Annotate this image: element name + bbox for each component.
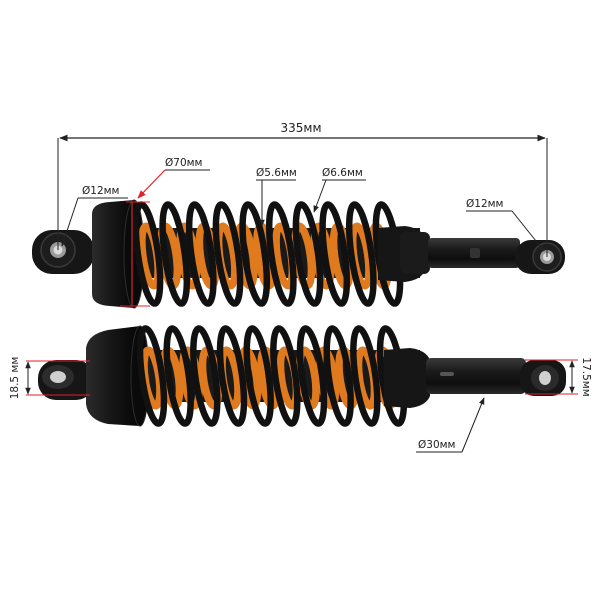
spring-coil — [243, 325, 274, 427]
dimension-eye-width-left: 18.5 мм — [9, 357, 90, 400]
spring-coil — [239, 201, 271, 307]
lower-outer-spring — [136, 325, 408, 427]
spring-coil — [212, 201, 244, 307]
spring-coil — [323, 325, 354, 427]
overall-length-label: 335мм — [280, 121, 321, 135]
wire-thin-label: Ø5.6мм — [256, 167, 297, 179]
spring-coil — [159, 201, 191, 307]
upper-right-eye — [515, 240, 565, 274]
spring-coil — [185, 201, 217, 307]
dimension-wire-thin: Ø5.6мм — [256, 167, 297, 227]
dimension-spring-diameter: Ø70мм — [120, 157, 210, 307]
body-diameter-label: Ø30мм — [418, 439, 455, 451]
lower-spring-cap — [86, 326, 140, 426]
eye-width-right-label: 17.5мм — [580, 357, 592, 396]
lower-shock-absorber — [38, 325, 566, 427]
spring-coil — [132, 201, 164, 307]
upper-spring-cap — [92, 200, 135, 308]
spring-coil — [265, 201, 297, 307]
spring-coil — [176, 222, 201, 290]
spring-coil — [163, 325, 194, 427]
spring-coil — [216, 325, 248, 427]
spring-coil — [190, 325, 221, 427]
lower-left-eye — [38, 360, 94, 400]
eye-right-label: Ø12мм — [466, 198, 503, 210]
dimension-eye-width-right: 17.5мм — [525, 357, 592, 397]
eye-width-left-label: 18.5 мм — [9, 357, 21, 400]
spring-coil — [270, 325, 301, 427]
eye-left-label: Ø12мм — [82, 185, 119, 197]
lower-right-eye — [520, 360, 566, 396]
wire-thick-label: Ø6.6мм — [322, 167, 363, 179]
dimension-eye-left: Ø12мм — [61, 185, 128, 247]
spring-coil — [350, 325, 381, 427]
dimension-eye-right: Ø12мм — [466, 198, 545, 252]
spring-coil — [345, 201, 377, 307]
upper-left-eye — [32, 230, 94, 274]
dimension-wire-thick: Ø6.6мм — [313, 167, 366, 213]
lower-damper-body — [426, 358, 526, 394]
dimension-body-diameter: Ø30мм — [416, 397, 485, 453]
spring-coil — [319, 201, 351, 307]
brand-logo-icon — [470, 248, 480, 258]
dimension-overall-length: 335мм — [57, 121, 548, 257]
upper-shock-absorber — [32, 199, 565, 309]
spring-coil — [296, 325, 328, 427]
spring-diameter-label: Ø70мм — [165, 157, 202, 169]
lower-spring-seat — [384, 348, 430, 408]
spring-coil — [292, 201, 324, 307]
spring-coil — [136, 325, 168, 427]
